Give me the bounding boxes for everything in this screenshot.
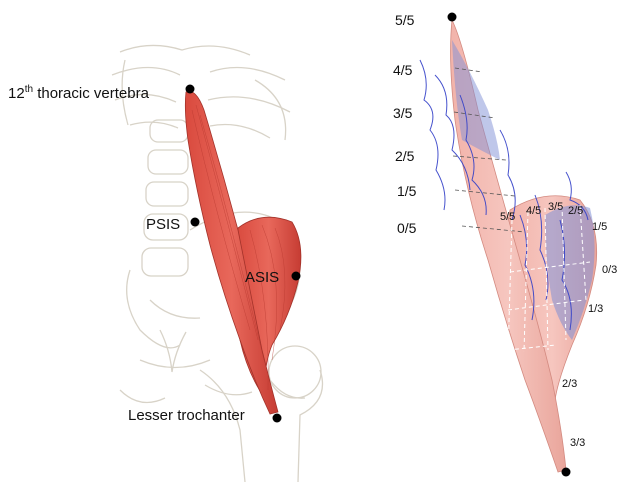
t12-marker bbox=[186, 85, 195, 94]
psoas-level-1-5: 1/5 bbox=[397, 183, 417, 199]
iliacus-top-2-5: 2/5 bbox=[568, 205, 583, 217]
psoas-level-5-5: 5/5 bbox=[395, 12, 415, 28]
iliacus-top-5-5: 5/5 bbox=[500, 211, 515, 223]
t12-label: 12th thoracic vertebra bbox=[8, 84, 150, 102]
psis-label: PSIS bbox=[146, 216, 180, 233]
lesser-trochanter-label: Lesser trochanter bbox=[128, 407, 245, 424]
lesser-trochanter-marker bbox=[273, 414, 282, 423]
asis-label: ASIS bbox=[245, 269, 279, 286]
iliacus-side-2-3: 2/3 bbox=[562, 378, 577, 390]
iliacus-top-1-5: 1/5 bbox=[592, 221, 607, 233]
insertion-marker bbox=[562, 468, 571, 477]
asis-marker bbox=[292, 272, 301, 281]
iliacus-side-3-3: 3/3 bbox=[570, 437, 585, 449]
iliacus-side-1-3: 1/3 bbox=[588, 303, 603, 315]
iliacus-top-3-5: 3/5 bbox=[548, 201, 563, 213]
psoas-level-2-5: 2/5 bbox=[395, 148, 415, 164]
psoas-top-marker bbox=[448, 13, 457, 22]
psoas-level-3-5: 3/5 bbox=[393, 105, 413, 121]
psoas-level-4-5: 4/5 bbox=[393, 62, 413, 78]
iliacus-top-4-5: 4/5 bbox=[526, 205, 541, 217]
psoas-level-0-5: 0/5 bbox=[397, 220, 417, 236]
psis-marker bbox=[191, 218, 200, 227]
iliacus-side-0-3: 0/3 bbox=[602, 264, 617, 276]
